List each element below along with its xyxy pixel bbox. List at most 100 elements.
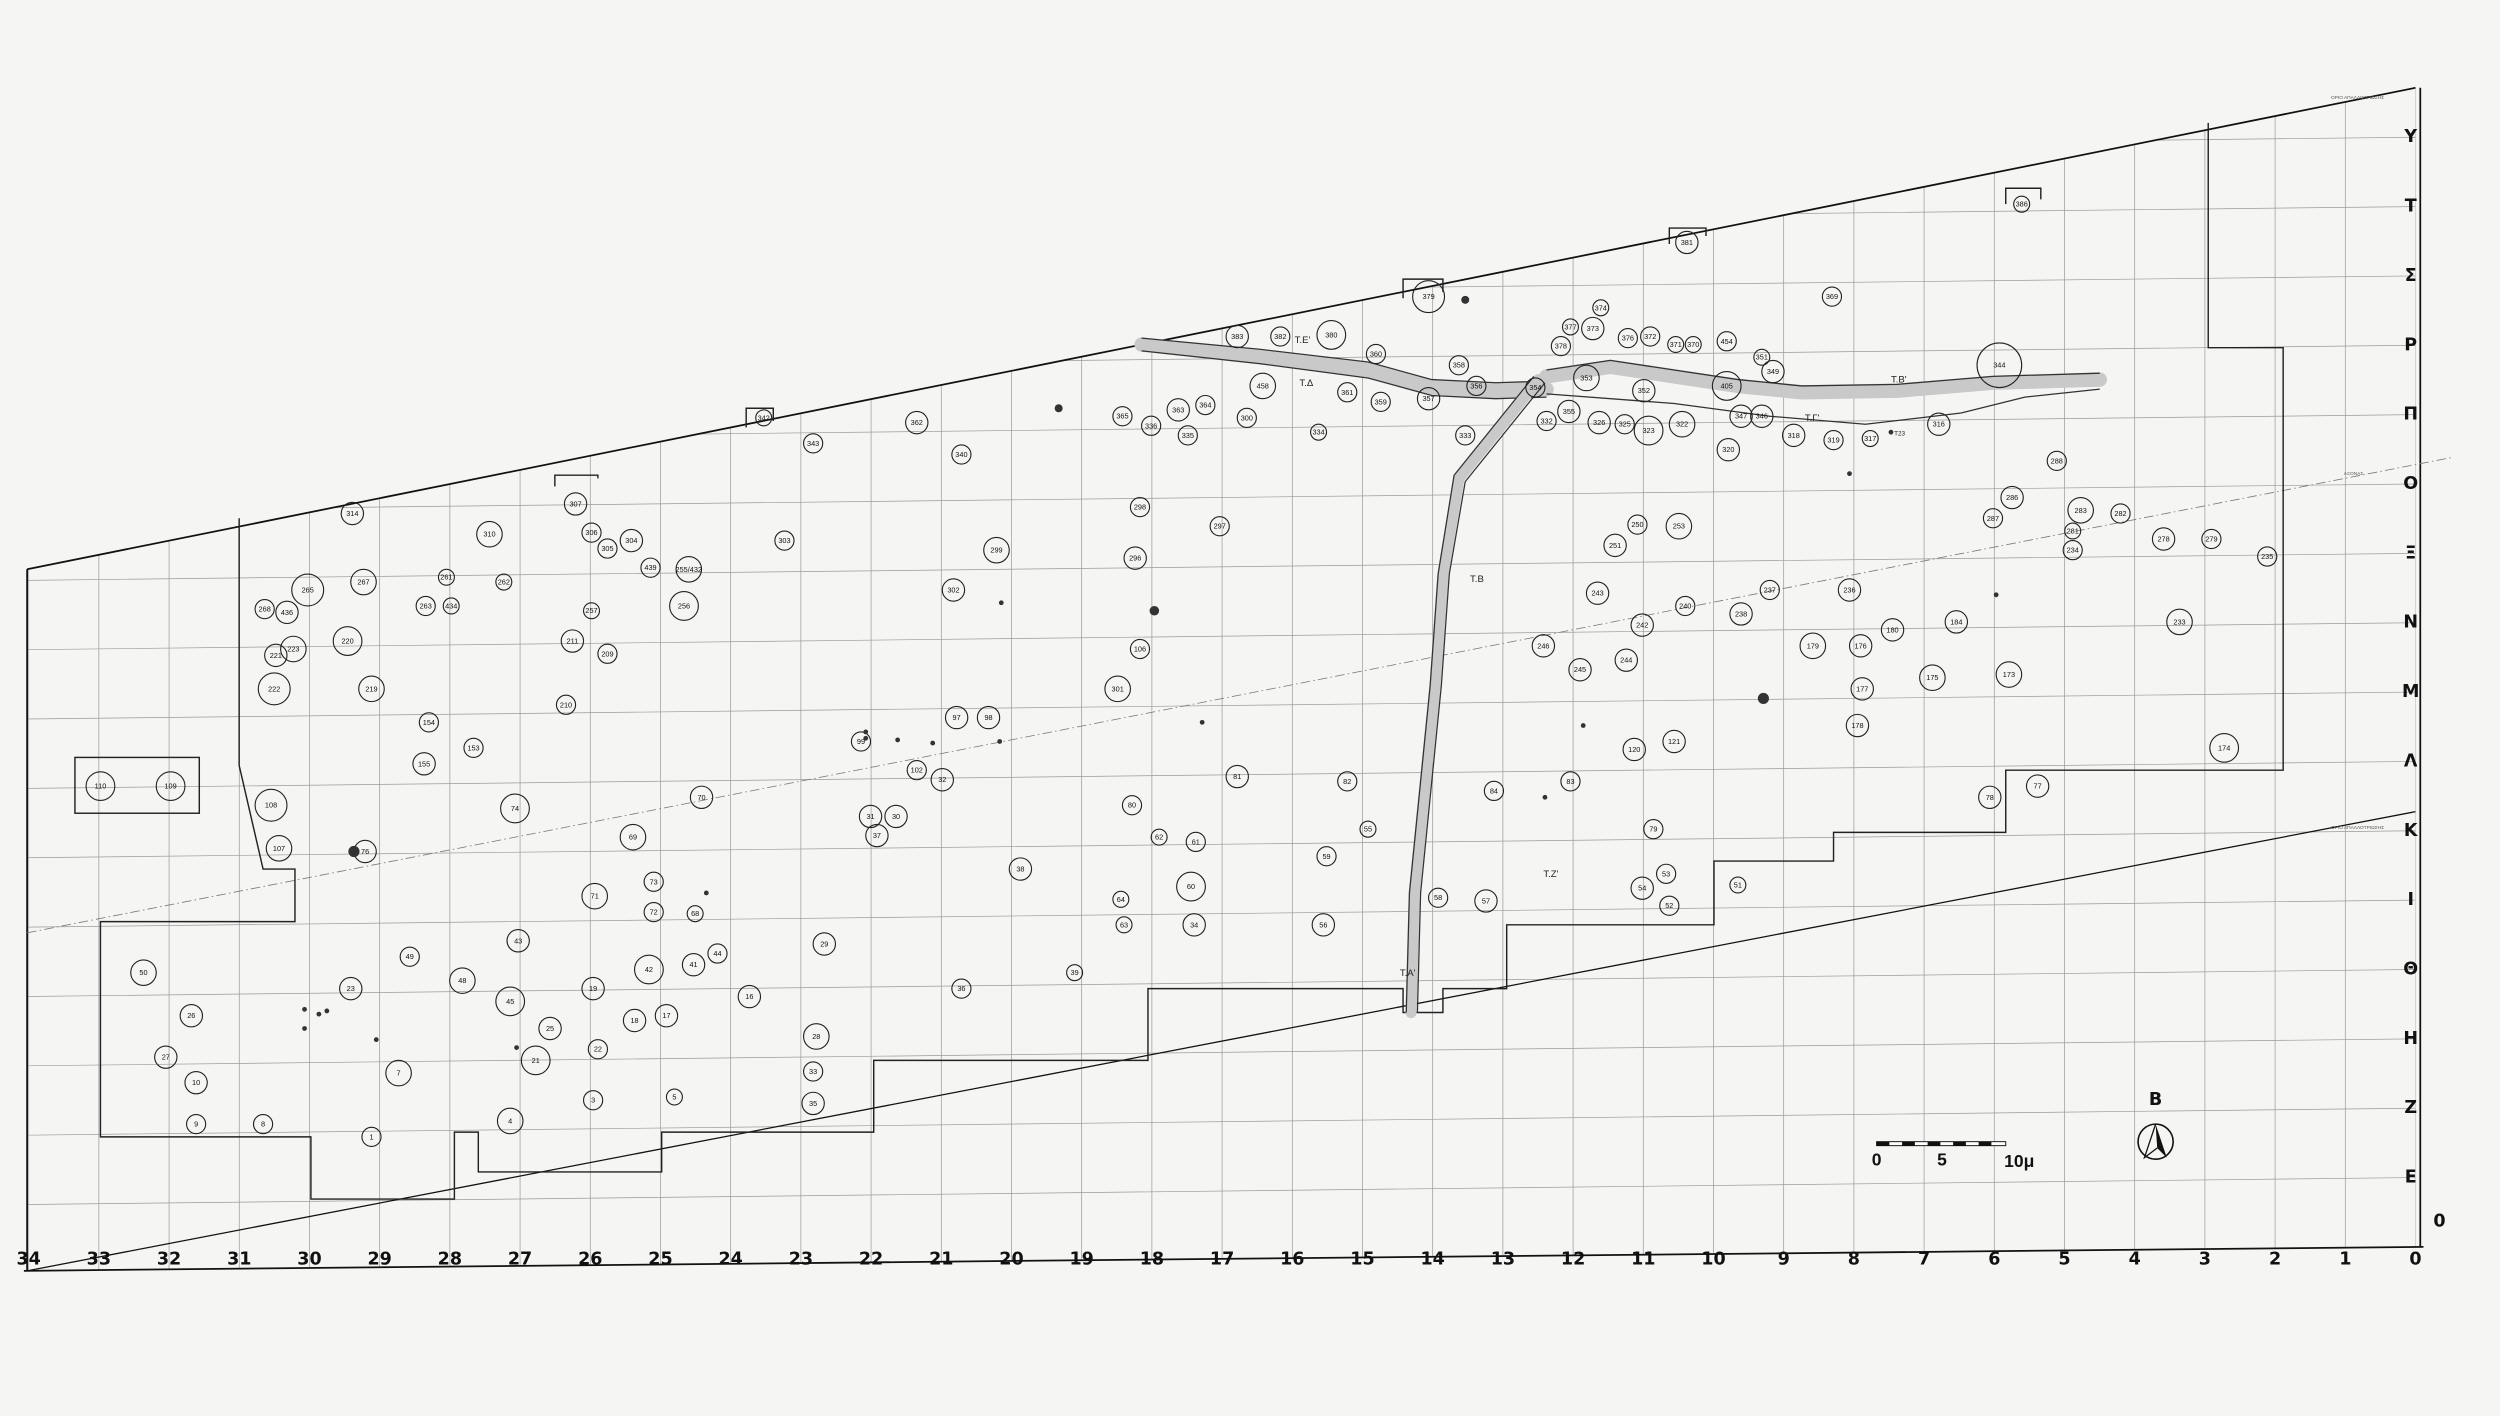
outline-notch	[554, 474, 599, 487]
feature-pit: 61	[1185, 831, 1206, 853]
pit-outline	[669, 591, 699, 621]
pit-outline	[442, 597, 460, 615]
feature-pit: 346	[1750, 404, 1774, 428]
feature-pit: 220	[332, 626, 363, 656]
row-label: Τ	[2405, 197, 2417, 217]
pit-outline	[1236, 407, 1257, 428]
pit-number: 370	[1687, 340, 1699, 349]
pit-number: 386	[2016, 200, 2028, 209]
feature-pit: 35	[801, 1091, 825, 1116]
pit-outline	[944, 705, 969, 730]
pit-outline	[418, 712, 440, 733]
marker-dot	[895, 737, 901, 743]
pit-outline	[1861, 430, 1879, 448]
pit-number: 349	[1767, 367, 1779, 376]
feature-pit: 242	[1630, 613, 1654, 637]
pit-number: 233	[2173, 617, 2185, 626]
pit-number: 98	[984, 713, 992, 722]
pit-number: 323	[1642, 426, 1654, 435]
pit-outline	[2201, 528, 2222, 550]
row-label: Π	[2403, 405, 2418, 425]
pit-outline	[1927, 412, 1951, 436]
feature-pit: 222	[257, 672, 291, 706]
pit-number: 78	[1986, 793, 1994, 802]
feature-pit: 18	[622, 1008, 647, 1033]
feature-pit: 5	[665, 1088, 683, 1106]
pit-outline	[1592, 299, 1610, 317]
column-label: 34	[16, 1250, 40, 1270]
pit-number: 369	[1826, 292, 1838, 301]
pit-number: 342	[758, 413, 770, 422]
pit-number: 454	[1721, 337, 1733, 346]
pit-number: 257	[585, 606, 597, 615]
scale-end: 10μ	[2004, 1151, 2034, 1171]
feature-pit: 51	[1729, 876, 1747, 894]
pit-number: 240	[1679, 601, 1691, 610]
feature-pit: 454	[1716, 331, 1737, 352]
row-label: 0	[2433, 1211, 2445, 1231]
pit-number: 34	[1190, 920, 1198, 929]
pit-outline	[930, 768, 955, 792]
pit-outline	[803, 1023, 830, 1050]
pit-number: 236	[1843, 586, 1855, 595]
feature-pit: 53	[1656, 863, 1677, 884]
pit-outline	[1112, 890, 1130, 908]
feature-pit: 9	[185, 1114, 207, 1135]
feature-pit: 74	[500, 793, 530, 824]
marker-dot	[373, 1037, 379, 1043]
feature-pit: 106	[1129, 638, 1151, 660]
pit-outline	[496, 1107, 524, 1135]
pit-outline	[622, 1008, 647, 1033]
pit-number: 52	[1665, 901, 1673, 910]
pit-number: 434	[445, 601, 457, 610]
feature-pit: 334	[1310, 423, 1328, 441]
pit-number: 38	[1016, 865, 1024, 874]
pit-number: 177	[1856, 684, 1868, 693]
feature-pit: 359	[1370, 391, 1391, 413]
grid-row-line	[27, 761, 2416, 789]
feature-pit: 344	[1976, 342, 2023, 389]
pit-number: 287	[1987, 514, 1999, 523]
feature-pit: 28	[803, 1023, 830, 1050]
pit-outline	[1316, 320, 1347, 350]
pit-number: 184	[1950, 617, 1962, 626]
pit-outline	[1982, 508, 2004, 529]
marker-dot	[863, 729, 869, 735]
pit-outline	[1617, 327, 1638, 349]
pit-number: 340	[955, 450, 967, 459]
column-label: 0	[2409, 1250, 2421, 1270]
pit-outline	[1716, 437, 1741, 462]
pit-number: 32	[938, 775, 946, 784]
pit-outline	[906, 760, 927, 781]
pit-outline	[1640, 326, 1661, 347]
pit-number: 16	[745, 992, 753, 1001]
pit-number: 31	[866, 812, 874, 821]
pit-outline	[463, 737, 484, 758]
pit-outline	[184, 1070, 208, 1095]
pit-outline	[563, 492, 588, 516]
pit-outline	[707, 943, 728, 964]
feature-pit: 19	[581, 976, 605, 1001]
pit-outline	[1781, 423, 1806, 448]
feature-pit: 178	[1845, 713, 1870, 738]
survey-grid	[27, 87, 2416, 1271]
column-label: 32	[157, 1250, 181, 1270]
column-label: 16	[1280, 1250, 1304, 1270]
pit-outline	[350, 568, 377, 596]
feature-pit: 365	[1112, 406, 1133, 427]
grid-row-line	[27, 414, 2416, 442]
feature-pit: 325	[1614, 414, 1635, 435]
column-label: 6	[1988, 1250, 2000, 1270]
pit-outline	[1667, 335, 1685, 354]
feature-pit: 155	[412, 752, 436, 776]
pit-number: 361	[1341, 388, 1353, 397]
pit-number: 245	[1574, 665, 1586, 674]
pit-number: 362	[911, 418, 923, 427]
feature-pit: 306	[581, 522, 602, 543]
feature-pit: 173	[1995, 661, 2023, 688]
outline-notch	[1668, 227, 1707, 245]
feature-pit: 31	[858, 804, 883, 829]
grid-row-line	[27, 1038, 2416, 1067]
pit-number: 325	[1619, 420, 1631, 429]
row-label: Μ	[2402, 682, 2419, 702]
